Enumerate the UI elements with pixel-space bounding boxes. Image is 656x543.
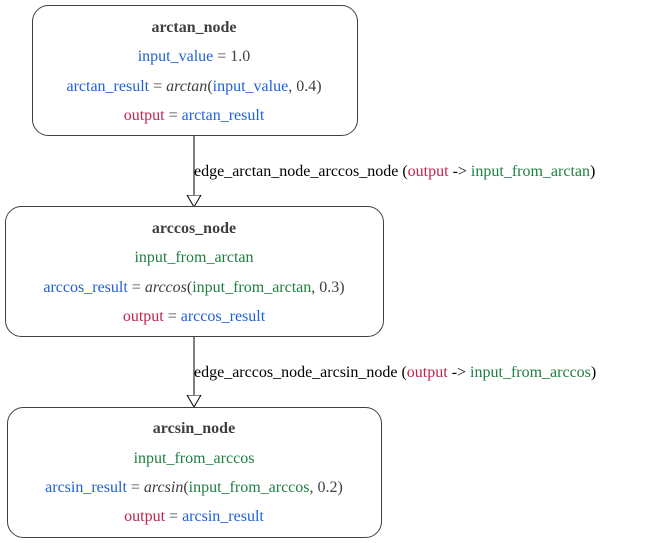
- node-arccos-line-2: arccos_result = arccos(input_from_arctan…: [43, 279, 344, 296]
- node-arcsin-line-2-run: input_from_arccos: [189, 479, 310, 496]
- node-arctan-line-2-run: arctan: [166, 78, 207, 95]
- node-arcsin-box: [7, 407, 382, 538]
- node-arccos-line-3-run: =: [164, 308, 181, 325]
- edge-arctan-arccos-label-run: ): [590, 163, 595, 180]
- node-arccos-line-2-run: input_from_arctan: [192, 279, 311, 296]
- node-arctan-line-2: arctan_result = arctan(input_value, 0.4): [66, 78, 321, 95]
- edge-arccos-arcsin-label-run: ): [591, 364, 596, 381]
- edge-arctan-arccos-label-run: input_from_arctan: [471, 163, 590, 180]
- node-arctan-line-2-run: (: [207, 78, 212, 95]
- edge-arctan-arccos: edge_arctan_node_arccos_node (output -> …: [194, 135, 595, 207]
- node-arcsin-line-1-run: input_from_arccos: [134, 450, 255, 467]
- node-arccos-line-2-run: (: [187, 279, 192, 296]
- node-arctan-line-3-run: =: [165, 107, 182, 124]
- node-arccos-title: arccos_node: [152, 220, 236, 237]
- node-arctan-line-2-run: arctan_result: [66, 78, 149, 95]
- node-arctan-line-3-run: output: [124, 107, 165, 124]
- node-arcsin-line-3-run: output: [124, 508, 165, 525]
- node-arctan-line-2-run: =: [149, 78, 166, 95]
- node-arccos-line-3-run: arccos_result: [181, 308, 266, 325]
- edge-arctan-arccos-label-run: ->: [449, 163, 471, 180]
- edge-arccos-arcsin: edge_arccos_node_arcsin_node (output -> …: [194, 336, 596, 407]
- node-arccos[interactable]: arccos_node input_from_arctan arccos_res…: [5, 206, 384, 337]
- node-arccos-line-1: input_from_arctan: [134, 249, 253, 266]
- node-arcsin-line-2-run: =: [127, 479, 144, 496]
- edge-arccos-arcsin-label-run: input_from_arccos: [470, 364, 591, 381]
- edge-arctan-arccos-label-run: edge_arctan_node_arccos_node (: [194, 163, 408, 180]
- edge-arccos-arcsin-label-run: ->: [448, 364, 470, 381]
- node-arcsin-line-3: output = arcsin_result: [124, 508, 264, 525]
- node-arcsin-line-3-run: arcsin_result: [182, 508, 264, 525]
- node-arcsin-line-2-run: (: [183, 479, 188, 496]
- node-arcsin-line-1: input_from_arccos: [134, 450, 255, 467]
- edge-arccos-arcsin-label-run: edge_arccos_node_arcsin_node (: [194, 364, 407, 381]
- node-arcsin-line-2-run: arcsin_result: [45, 479, 127, 496]
- node-arcsin-line-2-run: arcsin: [144, 479, 183, 496]
- node-arccos-line-2-run: arccos: [145, 279, 187, 296]
- node-arctan-line-1-run: input_value: [138, 48, 214, 65]
- node-arccos-line-1-run: input_from_arctan: [134, 249, 253, 266]
- node-arctan-line-1: input_value = 1.0: [138, 48, 251, 65]
- node-arcsin-line-3-run: =: [165, 508, 182, 525]
- edge-arccos-arcsin-label-run: output: [407, 364, 448, 381]
- node-arccos-line-2-run: =: [128, 279, 145, 296]
- node-arcsin-line-2: arcsin_result = arcsin(input_from_arccos…: [45, 479, 343, 496]
- node-arctan[interactable]: arctan_node input_value = 1.0 arctan_res…: [32, 5, 358, 136]
- node-arctan-line-2-run: input_value: [213, 78, 289, 95]
- node-arccos-line-3-run: output: [123, 308, 164, 325]
- node-arctan-line-3-run: arctan_result: [182, 107, 265, 124]
- node-arctan-box: [32, 5, 358, 136]
- node-arccos-line-2-run: arccos_result: [43, 279, 128, 296]
- edge-arccos-arcsin-label: edge_arccos_node_arcsin_node (output -> …: [194, 364, 596, 381]
- node-arccos-line-2-run: , 0.3): [311, 279, 344, 296]
- edge-arctan-arccos-label-run: output: [408, 163, 449, 180]
- node-arcsin[interactable]: arcsin_node input_from_arccos arcsin_res…: [7, 407, 382, 538]
- node-arcsin-title: arcsin_node: [153, 420, 235, 437]
- node-arctan-line-1-run: = 1.0: [213, 48, 250, 65]
- edge-arctan-arccos-label: edge_arctan_node_arccos_node (output -> …: [194, 163, 595, 180]
- node-arcsin-line-2-run: , 0.2): [310, 479, 343, 496]
- node-arctan-line-3: output = arctan_result: [124, 107, 265, 124]
- node-arccos-line-3: output = arccos_result: [123, 308, 266, 325]
- node-arctan-line-2-run: , 0.4): [288, 78, 321, 95]
- node-arccos-box: [5, 206, 384, 337]
- node-arctan-title: arctan_node: [151, 19, 236, 36]
